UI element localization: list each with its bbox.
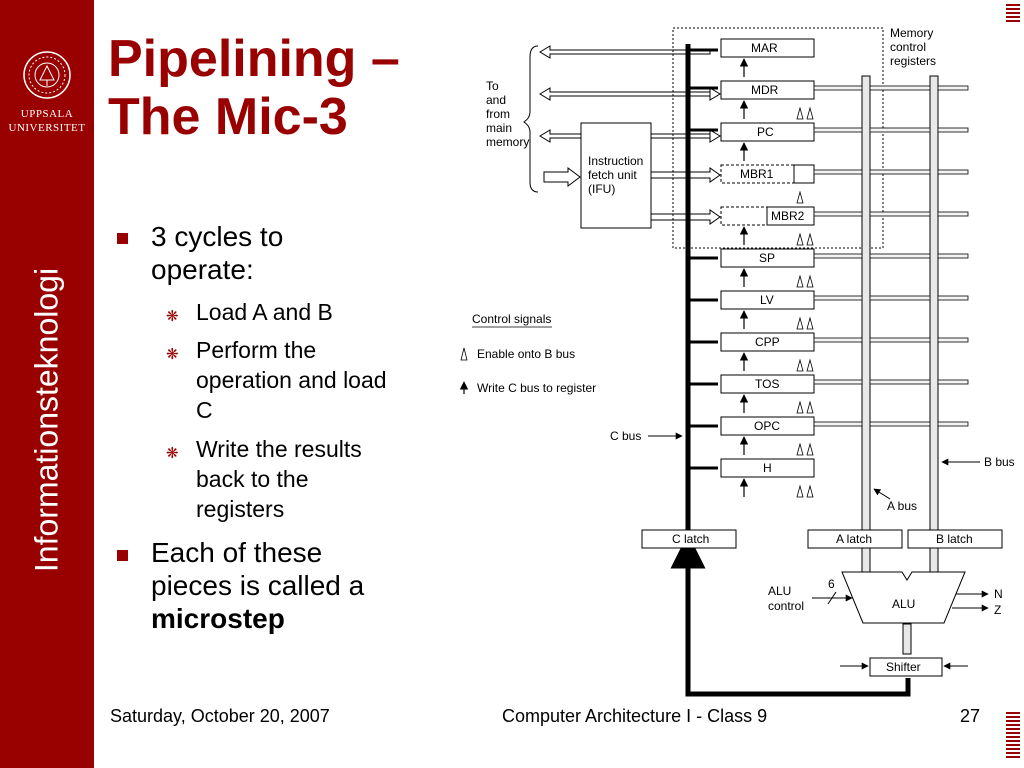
alu-control-width: 6 — [828, 577, 835, 591]
bullet-square-icon — [117, 550, 128, 561]
alu-label: ALU — [892, 597, 915, 611]
ifu-to-mbr1 — [650, 167, 721, 183]
mic3-diagram: Memory control registers To and from mai… — [460, 26, 1015, 697]
university-name-line2: UNIVERSITET — [8, 122, 86, 134]
decorative-stripes — [1006, 4, 1020, 24]
c-latch-box — [641, 529, 737, 549]
decorative-stripes — [1006, 712, 1020, 760]
register-mar: MAR — [751, 41, 778, 55]
b-latch: B latch — [936, 532, 973, 546]
footer-page-number: 27 — [960, 706, 981, 726]
sidebar-vertical-text: Informationsteknologi — [28, 267, 65, 573]
legend-write: Write C bus to register — [477, 381, 596, 395]
legend-title: Control signals — [472, 312, 551, 326]
c-bus-line — [685, 44, 911, 697]
sub-bullet-3-line1: Write the results — [196, 436, 362, 462]
c-latch: C latch — [672, 532, 709, 546]
a-bus-label: A bus — [887, 499, 917, 513]
footer-date: Saturday, October 20, 2007 — [110, 706, 330, 726]
mem-arrow-ifu — [543, 167, 581, 187]
register-group: MAR MDR PC MBR1 MBR2 SP LV CPP TOS OPC H — [690, 38, 969, 498]
footer-course: Computer Architecture I - Class 9 — [502, 706, 768, 726]
memory-label-line1: Memory — [890, 26, 933, 40]
c-bus-label: C bus — [610, 429, 641, 443]
bullet-1-line2: operate: — [151, 254, 254, 286]
ifu-line2: fetch unit — [588, 168, 637, 182]
sub-bullet-icon: ❋ — [166, 445, 179, 462]
memory-label-line2: control — [890, 40, 926, 54]
bullet-2: Each of these pieces is called a microst… — [151, 536, 364, 635]
b-bus-label: B bus — [984, 455, 1015, 469]
alu-control-line1: ALU — [768, 584, 791, 598]
legend-enable: Enable onto B bus — [477, 347, 575, 361]
to-from-line4: main — [486, 121, 512, 135]
shifter-label: Shifter — [886, 660, 921, 674]
register-opc: OPC — [754, 419, 780, 433]
a-latch: A latch — [836, 532, 872, 546]
mem-arrow-mar — [539, 45, 711, 59]
enable-arrow-icon — [460, 347, 468, 361]
alu-control-line2: control — [768, 599, 804, 613]
a-latch-box — [807, 529, 903, 549]
register-sp: SP — [759, 251, 775, 265]
register-cpp: CPP — [755, 335, 780, 349]
sub-bullet-icon: ❋ — [166, 346, 179, 363]
slide-title: Pipelining – The Mic-3 — [108, 30, 400, 146]
ifu-to-mbr2 — [650, 209, 721, 225]
a-bus-line — [861, 75, 871, 533]
ifu-box — [580, 122, 652, 229]
title-line2: The Mic-3 — [108, 88, 348, 147]
to-from-line3: from — [486, 107, 510, 121]
memory-label-line3: registers — [890, 54, 936, 68]
alu-shape — [841, 571, 966, 624]
bullet-1-line1: 3 cycles to — [151, 221, 284, 252]
shifter-box — [869, 657, 943, 677]
register-lv: LV — [760, 293, 774, 307]
university-name-line1: UPPSALA — [20, 108, 74, 120]
register-pc: PC — [757, 125, 774, 139]
sub-bullet-2-line2: operation and load — [196, 366, 387, 393]
sub-bullet-3: Write the results back to the registers — [196, 435, 362, 525]
bullet-2-bold: microstep — [151, 603, 285, 635]
register-mdr: MDR — [751, 83, 779, 97]
register-mbr2: MBR2 — [771, 209, 805, 223]
sub-bullet-1: Load A and B — [196, 299, 333, 325]
sub-bullet-2: Perform the operation and load C — [196, 336, 387, 426]
title-line1: Pipelining – — [108, 30, 400, 88]
sub-bullet-2-line3: C — [196, 396, 213, 423]
sub-bullet-2-line1: Perform the — [196, 337, 317, 363]
ifu-line3: (IFU) — [588, 182, 615, 196]
mem-arrow-pc-right — [709, 129, 721, 143]
university-seal-icon — [23, 51, 71, 99]
register-tos: TOS — [755, 377, 779, 391]
b-bus-line — [929, 75, 939, 533]
sidebar: UPPSALA UNIVERSITET Informationsteknolog… — [0, 0, 94, 768]
z-flag: Z — [994, 603, 1001, 617]
sub-bullet-icon: ❋ — [166, 308, 179, 325]
n-flag: N — [994, 587, 1003, 601]
register-h: H — [763, 461, 772, 475]
mem-arrow-mdr — [539, 87, 711, 101]
bullet-2-line1: Each of these — [151, 537, 323, 568]
mem-arrow-mdr-right — [709, 87, 721, 101]
ifu-line1: Instruction — [588, 154, 643, 168]
sub-bullet-3-line3: registers — [196, 495, 285, 522]
bullet-square-icon — [117, 233, 128, 244]
sub-bullet-3-line2: back to the — [196, 465, 309, 492]
b-latch-box — [907, 529, 1003, 549]
memory-brace — [523, 45, 539, 193]
to-from-line1: To — [486, 79, 499, 93]
bullet-2-line2: pieces is called a — [151, 570, 365, 602]
bullet-1: 3 cycles to operate: — [151, 220, 283, 286]
to-from-line5: memory — [486, 135, 529, 149]
register-mbr1: MBR1 — [740, 167, 774, 181]
to-from-line2: and — [486, 93, 506, 107]
